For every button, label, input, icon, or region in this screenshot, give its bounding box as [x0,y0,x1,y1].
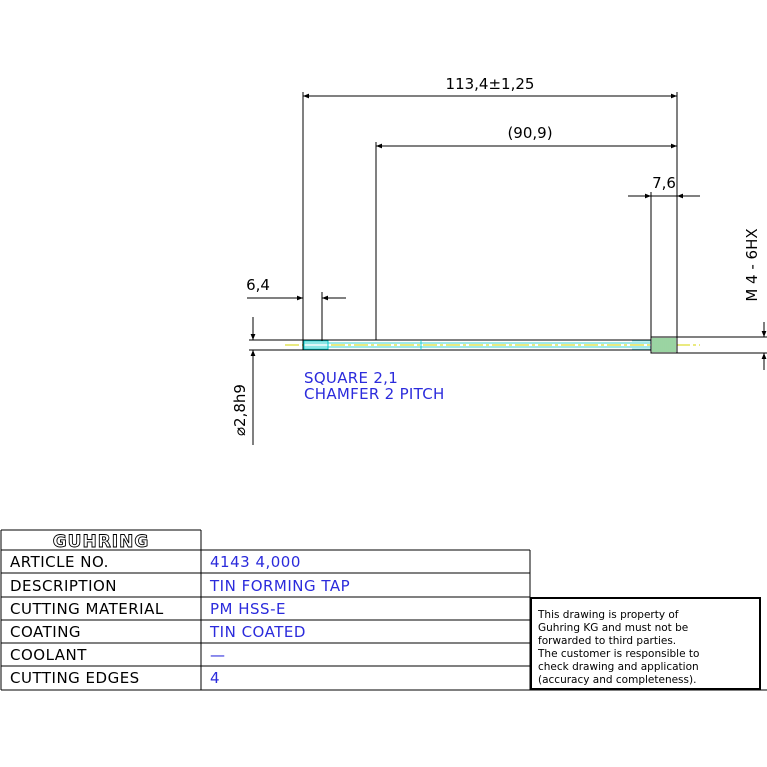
guhring-logo: GUHRING [53,532,150,552]
tap-part [285,336,700,354]
disclaimer-line: (accuracy and completeness). [538,674,696,686]
description-label: DESCRIPTION [10,577,117,595]
coating-label: COATING [10,623,81,641]
thread-portion [650,336,678,354]
disclaimer-line: forwarded to third parties. [538,635,676,647]
cutting-material-label: CUTTING MATERIAL [10,600,164,618]
coolant-value: — [210,646,226,664]
shank-length-label: (90,9) [507,124,552,142]
article-no-label: ARTICLE NO. [10,553,109,571]
square-length-label: 6,4 [246,276,270,294]
cutting-edges-label: CUTTING EDGES [10,669,140,687]
overall-length-label: 113,4±1,25 [446,75,535,93]
chamfer-note: CHAMFER 2 PITCH [304,385,445,403]
thread-length-label: 7,6 [652,174,676,192]
disclaimer-line: The customer is responsible to [537,648,699,660]
square-end [303,340,329,350]
cutting-material-value: PM HSS-E [210,600,286,618]
disclaimer-line: check drawing and application [538,661,699,673]
cutting-edges-value: 4 [210,669,220,687]
dimension-lines [247,92,767,445]
disclaimer-line: This drawing is property of [537,609,679,621]
coating-value: TIN COATED [209,623,306,641]
shank-diameter-label: ⌀2,8h9 [231,384,249,436]
article-no-value: 4143 4,000 [210,553,301,571]
description-value: TIN FORMING TAP [209,577,350,595]
coolant-label: COOLANT [10,646,87,664]
disclaimer-box [530,597,761,690]
disclaimer-line: Guhring KG and must not be [538,622,688,634]
thread-size-label: M 4 - 6HX [743,228,761,301]
square-note: SQUARE 2,1 [304,369,398,387]
